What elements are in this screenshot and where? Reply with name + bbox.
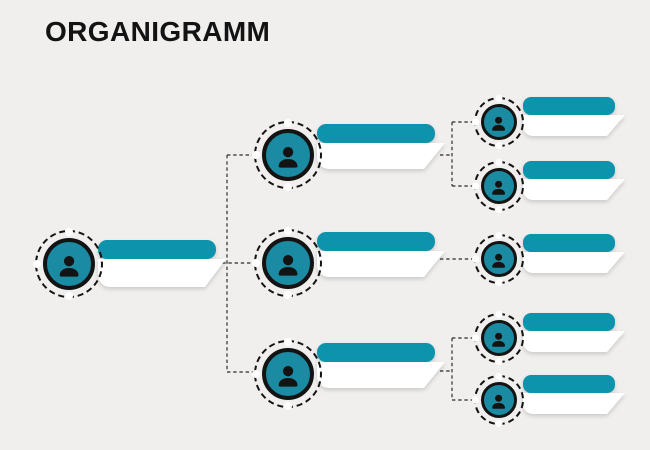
org-node-employee-5-card	[523, 375, 625, 414]
page-title: ORGANIGRAMM	[45, 16, 271, 47]
ring-dot-icon	[284, 291, 292, 299]
card-panel	[523, 252, 625, 273]
name-bar-placeholder	[523, 375, 615, 393]
avatar-circle	[481, 320, 517, 356]
ring-dot-icon	[33, 260, 41, 268]
avatar-circle	[481, 104, 517, 140]
org-node-employee-3-card	[523, 234, 625, 273]
ring-dot-icon	[495, 142, 503, 149]
person-icon	[492, 180, 506, 195]
org-node-manager-2-card	[317, 232, 445, 277]
ring-dot-icon	[495, 373, 503, 380]
avatar-ring	[252, 119, 322, 191]
org-node-manager-3-card	[317, 343, 445, 388]
avatar-ring	[33, 228, 103, 300]
name-bar-placeholder	[317, 343, 435, 362]
name-bar-placeholder	[523, 161, 615, 179]
ring-dot-icon	[495, 206, 503, 213]
avatar-ring	[252, 338, 322, 410]
org-node-employee-2-card	[523, 161, 625, 200]
card-panel	[523, 179, 625, 200]
ring-dot-icon	[495, 358, 503, 365]
ring-dot-icon	[472, 334, 479, 342]
ring-dot-icon	[65, 228, 73, 236]
avatar-ring	[472, 373, 524, 427]
connector-manager3-to-children	[440, 337, 476, 401]
ring-dot-icon	[472, 255, 479, 263]
name-bar-placeholder	[317, 232, 435, 251]
connector-root-to-managers	[216, 154, 255, 373]
ring-dot-icon	[495, 311, 503, 318]
ring-dot-icon	[472, 118, 479, 126]
person-icon	[492, 332, 506, 347]
card-panel	[523, 115, 625, 136]
person-icon	[278, 365, 298, 387]
ring-dot-icon	[252, 259, 260, 267]
ring-dot-icon	[472, 396, 479, 404]
avatar-circle	[262, 237, 314, 289]
person-icon	[59, 255, 79, 277]
ring-dot-icon	[495, 232, 503, 239]
ring-dot-icon	[495, 95, 503, 102]
name-bar-placeholder	[317, 124, 435, 143]
ring-dot-icon	[284, 338, 292, 346]
ring-dot-icon	[284, 183, 292, 191]
ring-dot-icon	[284, 227, 292, 235]
ring-dot-icon	[495, 420, 503, 427]
ring-dot-icon	[472, 182, 479, 190]
connector-manager1-to-children	[440, 121, 476, 187]
name-bar-placeholder	[98, 240, 216, 259]
ring-dot-icon	[65, 292, 73, 300]
person-icon	[492, 116, 506, 131]
avatar-ring	[472, 311, 524, 365]
avatar-circle	[43, 238, 95, 290]
avatar-ring	[472, 232, 524, 286]
avatar-circle	[262, 129, 314, 181]
avatar-circle	[481, 241, 517, 277]
card-panel	[523, 331, 625, 352]
avatar-ring	[472, 159, 524, 213]
avatar-circle	[481, 168, 517, 204]
org-node-employee-1-card	[523, 97, 625, 136]
card-panel	[317, 143, 445, 169]
avatar-circle	[481, 382, 517, 418]
ring-dot-icon	[495, 279, 503, 286]
ring-dot-icon	[284, 402, 292, 410]
org-node-root-card	[98, 240, 226, 287]
person-icon	[492, 253, 506, 268]
ring-dot-icon	[252, 151, 260, 159]
avatar-ring	[472, 95, 524, 149]
card-panel	[317, 362, 445, 388]
card-panel	[317, 251, 445, 277]
card-panel	[98, 259, 226, 287]
org-node-employee-4-card	[523, 313, 625, 352]
ring-dot-icon	[495, 159, 503, 166]
avatar-circle	[262, 348, 314, 400]
person-icon	[278, 254, 298, 276]
ring-dot-icon	[252, 370, 260, 378]
person-icon	[278, 146, 298, 168]
avatar-ring	[252, 227, 322, 299]
name-bar-placeholder	[523, 97, 615, 115]
name-bar-placeholder	[523, 234, 615, 252]
person-icon	[492, 394, 506, 409]
org-node-manager-1-card	[317, 124, 445, 169]
name-bar-placeholder	[523, 313, 615, 331]
ring-dot-icon	[284, 119, 292, 127]
card-panel	[523, 393, 625, 414]
